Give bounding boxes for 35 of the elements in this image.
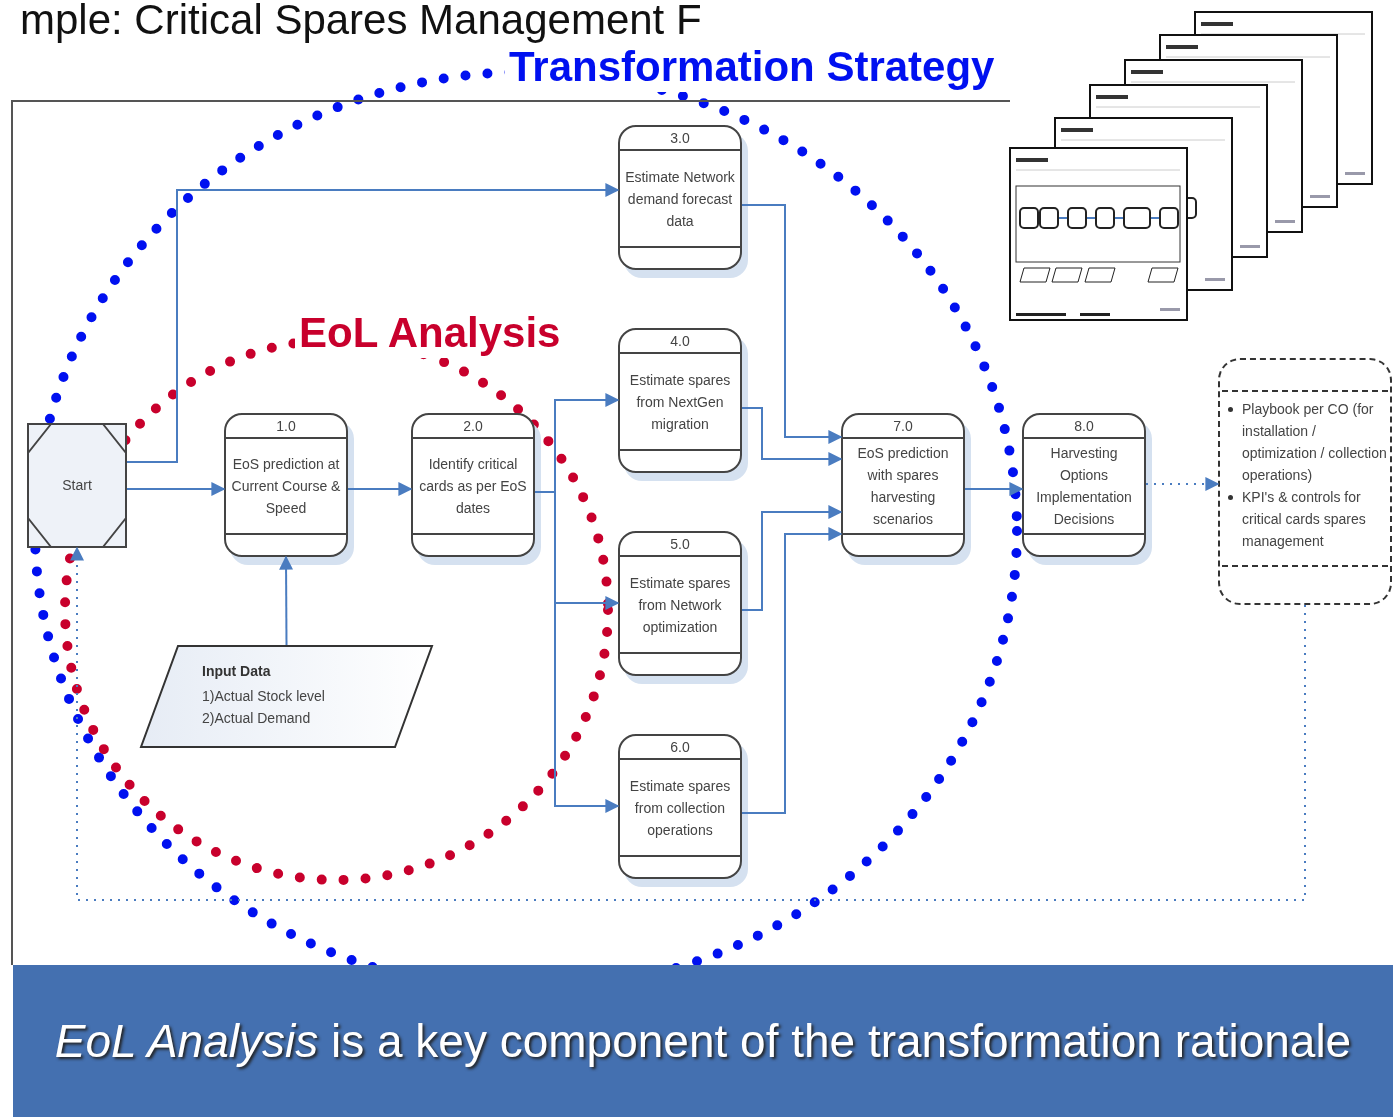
bullet-text: Playbook per CO (for installation / optimization / collection operations): [1242, 400, 1388, 485]
step-number: 6.0: [670, 739, 690, 755]
connector-arrow: [964, 482, 1024, 496]
step-text: Identify critical cards as per EoS dates: [418, 455, 528, 518]
step-text: Estimate Network demand forecast data: [624, 167, 736, 231]
step-number: 3.0: [670, 130, 690, 146]
step-text: EoS prediction with spares harvesting scenarios: [856, 444, 950, 529]
node-label: Start: [61, 476, 93, 493]
connector-arrow: [126, 183, 620, 463]
step-text: Harvesting Options Implementation Decisions: [1035, 444, 1133, 529]
connector-arrow: [741, 527, 843, 814]
connector-arrow: [741, 505, 843, 611]
data-text: 1)Actual Stock level 2)Actual Demand: [202, 687, 326, 728]
connector-arrow: [741, 407, 843, 466]
step-number: 4.0: [670, 333, 690, 349]
caption-text: EoL Analysis is a key component of the transformation rationale: [53, 1014, 1353, 1069]
connector-arrow: [1145, 477, 1220, 491]
slide-title: mple: Critical Spares Management F: [20, 0, 702, 44]
step-number: 5.0: [670, 536, 690, 552]
bullet-text: KPI's & controls for critical cards spares management: [1242, 488, 1367, 551]
step-number: 8.0: [1074, 418, 1094, 434]
output-note-box: [1218, 358, 1392, 605]
step-number: 7.0: [893, 418, 913, 434]
step-number: 1.0: [276, 418, 296, 434]
step-text: Estimate spares from collection operations: [628, 776, 732, 840]
connector-arrow: [126, 482, 226, 496]
connector-arrow: [347, 482, 413, 496]
step-text: EoS prediction at Current Course & Speed: [230, 455, 342, 518]
step-text: Estimate spares from NextGen migration: [628, 370, 732, 434]
step-number: 2.0: [463, 418, 483, 434]
connector-arrow: [279, 555, 294, 646]
step-text: Estimate spares from Network optimization: [628, 573, 732, 637]
connector-arrow: [741, 204, 843, 444]
connector-arrow: [70, 546, 1306, 901]
data-heading: Input Data: [202, 663, 271, 679]
